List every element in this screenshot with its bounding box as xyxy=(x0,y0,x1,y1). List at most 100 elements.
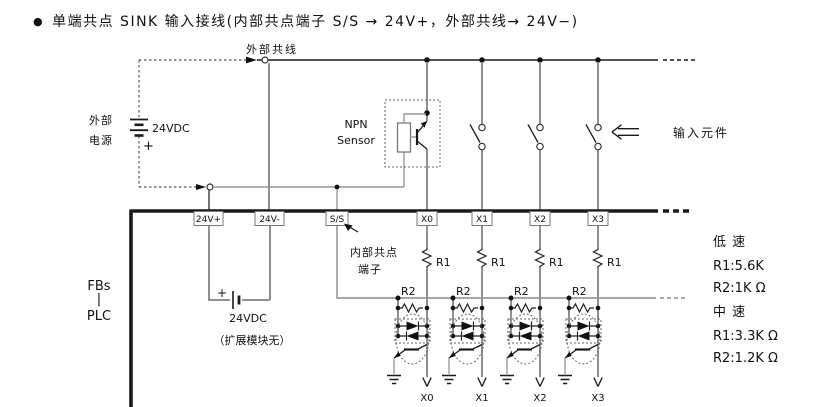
external-common-bus: 外部共线 xyxy=(139,42,696,64)
optocoupler-icon xyxy=(564,313,602,365)
input-circuit-x2: R1 R2 X2 xyxy=(500,226,564,404)
spec-mid-r1: R1:3.3K Ω xyxy=(713,329,778,344)
signal-arrow-icon xyxy=(593,377,603,387)
optocoupler-icon xyxy=(448,313,486,365)
r1-label: R1 xyxy=(607,256,622,269)
input-circuit-x0: R1 R2 X0 xyxy=(387,226,451,404)
svg-text:X0: X0 xyxy=(421,215,433,225)
terminal-24v-plus: 24V+ xyxy=(193,211,224,226)
svg-text:X2: X2 xyxy=(534,215,546,225)
external-plus-label: + xyxy=(143,139,154,154)
resistor-r2-icon xyxy=(511,302,536,314)
svg-text:24V-: 24V- xyxy=(259,215,279,225)
input-switch-x2 xyxy=(527,62,544,211)
internal-common-bus xyxy=(336,226,688,299)
svg-text:S/S: S/S xyxy=(330,215,345,225)
ground-icon xyxy=(500,374,514,385)
plc-label-2: | xyxy=(97,292,101,307)
optocoupler-icon xyxy=(506,313,544,365)
sensor-label-2: Sensor xyxy=(337,134,375,147)
sink-common-wire xyxy=(208,152,405,211)
signal-label: X2 xyxy=(533,393,546,404)
r1-label: R1 xyxy=(549,256,564,269)
resistor-r1-icon xyxy=(592,248,604,268)
resistor-r1-icon xyxy=(476,248,488,268)
input-switch-x1 xyxy=(469,62,486,211)
input-element-pointer: 输入元件 xyxy=(611,124,729,140)
r2-label: R2 xyxy=(572,285,587,298)
wire-arrowhead-icon xyxy=(196,184,206,190)
sensor-label-1: NPN xyxy=(344,118,367,131)
internal-plus-label: + xyxy=(217,286,227,300)
terminal-x0: X0 xyxy=(416,211,438,226)
wire-tap-circle xyxy=(206,183,214,191)
diagram-title-text: 单端共点 SINK 输入接线(内部共点端子 S/S → 24V+，外部共线→ 2… xyxy=(52,14,579,30)
r2-label: R2 xyxy=(456,285,471,298)
terminal-ss: S/S xyxy=(325,211,349,226)
callout-arrowhead-icon xyxy=(344,223,353,231)
internal-voltage-label: 24VDC xyxy=(229,312,267,325)
internal-power-source: + 24VDC （扩展模块无） xyxy=(208,226,291,347)
r1-label: R1 xyxy=(491,256,506,269)
internal-voltage-note: （扩展模块无） xyxy=(214,333,291,347)
svg-text:X1: X1 xyxy=(476,215,488,225)
sensor-outline xyxy=(384,99,441,168)
external-power-label-1: 外部 xyxy=(89,113,113,127)
external-power-source: 24VDC + 外部 电源 xyxy=(89,60,214,191)
input-element-label: 输入元件 xyxy=(673,125,729,140)
battery-icon xyxy=(130,118,148,137)
plc-label-1: FBs xyxy=(87,279,110,294)
spec-low-r2: R2:1K Ω xyxy=(713,281,766,296)
sensor-transistor-icon xyxy=(415,121,428,150)
spec-mid-r2: R2:1.2K Ω xyxy=(713,351,778,366)
spec-mid-speed: 中 速 xyxy=(713,305,746,320)
sensor-resistor xyxy=(396,122,412,153)
signal-arrow-icon xyxy=(535,377,545,387)
optocoupler-icon xyxy=(393,313,431,365)
terminal-strip: 24V+ 24V- S/S X0 X1 X2 xyxy=(193,211,609,226)
terminal-x1: X1 xyxy=(471,211,493,226)
signal-arrow-icon xyxy=(477,377,487,387)
svg-text:X3: X3 xyxy=(592,215,604,225)
r2-label: R2 xyxy=(401,285,416,298)
signal-label: X3 xyxy=(591,393,604,404)
terminal-24v-minus: 24V- xyxy=(254,211,285,226)
svg-text:24V+: 24V+ xyxy=(196,215,221,225)
external-power-label-2: 电源 xyxy=(89,133,113,147)
spec-low-r1: R1:5.6K xyxy=(713,259,764,274)
input-circuit-x3: R1 R2 X3 xyxy=(558,226,622,404)
diagram-title: ● 单端共点 SINK 输入接线(内部共点端子 S/S → 24V+，外部共线→ … xyxy=(33,11,579,31)
ground-icon xyxy=(442,374,456,385)
resistor-r1-icon xyxy=(534,248,546,268)
r2-label: R2 xyxy=(514,285,529,298)
bus-tap-circle xyxy=(261,56,269,64)
terminal-x3: X3 xyxy=(587,211,609,226)
resistor-r2-icon xyxy=(453,302,478,314)
bullet-icon: ● xyxy=(33,15,45,28)
wire-arrowhead-icon xyxy=(246,56,257,64)
external-voltage-label: 24VDC xyxy=(152,122,190,135)
internal-common-label-2: 端子 xyxy=(358,263,382,276)
r1-label: R1 xyxy=(436,256,451,269)
external-common-label: 外部共线 xyxy=(246,42,298,56)
ground-icon xyxy=(558,374,572,385)
input-circuit-x1: R1 R2 X1 xyxy=(442,226,506,404)
resistor-r2-icon xyxy=(398,302,423,314)
plc-label-3: PLC xyxy=(87,309,111,324)
internal-common-label-1: 内部共点 xyxy=(350,245,398,259)
battery-icon xyxy=(232,291,241,309)
signal-label: X0 xyxy=(420,393,433,404)
signal-label: X1 xyxy=(475,393,488,404)
resistance-specs: 低 速 R1:5.6K R2:1K Ω 中 速 R1:3.3K Ω R2:1.2… xyxy=(713,235,778,366)
resistor-r2-icon xyxy=(569,302,594,314)
internal-common-callout: 内部共点 端子 xyxy=(344,223,398,276)
terminal-x2: X2 xyxy=(529,211,551,226)
npn-sensor: NPN Sensor xyxy=(337,62,441,211)
ground-icon xyxy=(387,374,401,385)
input-switch-x3 xyxy=(585,62,602,211)
signal-arrow-icon xyxy=(422,377,432,387)
spec-low-speed: 低 速 xyxy=(713,235,746,250)
double-arrow-left-icon xyxy=(611,124,639,140)
